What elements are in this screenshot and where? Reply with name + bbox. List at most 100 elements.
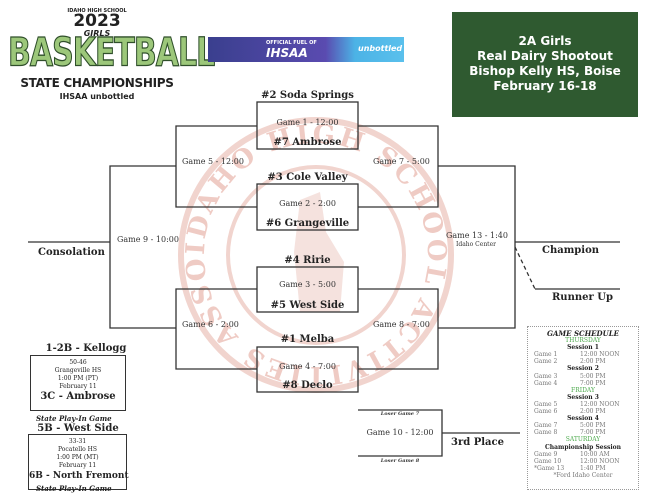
loser-game-7: Loser Game 7 [380,411,420,417]
schedule-game: Game 3 [534,372,558,380]
playin-1-caption: State Play-In Game [36,414,112,423]
title-line: Real Dairy Shootout [477,49,613,63]
playin-site: Grangeville HS [54,367,102,374]
schedule-game: Game 7 [534,422,558,430]
schedule-row: Game 2 2:00 PM [534,358,632,365]
team-cole-valley: #3 Cole Valley [267,172,348,183]
schedule-row: Game 1 12:00 NOON [534,351,632,358]
game-10: Game 10 - 12:00 [366,428,434,437]
schedule-session: Session 1 [567,344,599,352]
schedule-day: THURSDAY [565,337,601,345]
team-ambrose: #7 Ambrose [273,137,342,148]
schedule-time: 7:00 PM [580,379,606,387]
schedule-game: Game 9 [534,450,558,458]
schedule-time: 2:00 PM [580,408,606,416]
team-soda-springs: #2 Soda Springs [261,90,354,101]
schedule-time: 5:00 PM [580,422,606,430]
title-line: 2A Girls [518,34,572,48]
schedule-game: Game 4 [534,379,558,387]
game-6: Game 6 - 2:00 [182,320,239,329]
playin-score: 33-31 [68,438,87,445]
schedule-row: *Game 13 1:40 PM [534,465,632,472]
schedule-row: Game 10 12:00 NOON [534,458,632,465]
schedule-day: SATURDAY [565,436,601,444]
schedule-row: Game 4 7:00 PM [534,380,632,387]
schedule-row: Game 3 5:00 PM [534,373,632,380]
playin-2-box: 33-31 Pocatello HS 1:00 PM (MT) February… [28,434,129,490]
title-line: Bishop Kelly HS, Boise [469,64,621,78]
playin-date: February 11 [59,383,97,390]
game-5: Game 5 - 12:00 [182,157,244,166]
schedule-session: Session 4 [567,415,599,423]
logo-sport: BASKETBALL [8,30,216,77]
schedule-game: Game 10 [534,457,562,465]
game-schedule: GAME SCHEDULE THURSDAY Session 1 Game 1 1… [527,326,639,490]
loser-game-8: Loser Game 8 [380,458,420,464]
team-grangeville: #6 Grangeville [265,218,350,229]
playin-bottom: 6B - North Fremont [29,471,129,481]
schedule-row: Game 5 12:00 NOON [534,401,632,408]
game-7: Game 7 - 5:00 [373,157,430,166]
playin-time: 1:00 PM (MT) [56,454,99,461]
schedule-time: 12:00 NOON [580,457,620,465]
schedule-session: Championship Session [544,443,622,451]
championship-logo: IDAHO HIGH SCHOOL 2023 GIRLS BASKETBALL … [8,8,216,120]
schedule-session: Session 2 [567,365,599,373]
game-3: Game 3 - 5:00 [279,280,336,289]
game-13-venue: Idaho Center [456,241,497,248]
schedule-time: 5:00 PM [580,372,606,380]
schedule-game: Game 8 [534,429,558,437]
banner-brand: unbottled [358,44,403,53]
logo-top: IDAHO HIGH SCHOOL [67,8,127,14]
schedule-row: Game 9 10:00 AM [534,451,632,458]
playin-1-top: 1-2B - Kellogg [45,343,127,354]
playin-1-box: 50-46 Grangeville HS 1:00 PM (PT) Februa… [30,355,126,411]
playin-2-top: 5B - West Side [37,423,119,434]
schedule-time: 12:00 NOON [580,351,620,359]
schedule-game: Game 5 [534,400,558,408]
champion-label: Champion [542,245,600,256]
schedule-game: *Game 13 [534,464,565,472]
logo-year: 2023 [73,11,121,31]
consolation-label: Consolation [38,247,105,258]
team-melba: #1 Melba [280,334,335,345]
schedule-heading: GAME SCHEDULE [547,329,619,338]
schedule-game: Game 2 [534,358,558,366]
team-west-side: #5 West Side [270,300,345,311]
schedule-game: Game 6 [534,408,558,416]
third-place-label: 3rd Place [451,437,504,448]
schedule-game: Game 1 [534,351,558,359]
logo-girls: GIRLS [83,29,111,38]
playin-date: February 11 [58,462,97,469]
schedule-row: Game 7 5:00 PM [534,422,632,429]
runner-up-label: Runner Up [552,292,613,303]
team-declo: #8 Declo [282,380,333,391]
title-box: 2A Girls Real Dairy Shootout Bishop Kell… [452,12,638,117]
sponsor-banner: OFFICIAL FUEL OF IHSAA unbottled [208,37,404,62]
game-2: Game 2 - 2:00 [279,199,336,208]
logo-sponsors: IHSAA unbottled [59,92,135,101]
schedule-session: Session 3 [567,393,599,401]
schedule-day: FRIDAY [571,386,595,394]
schedule-time: 2:00 PM [580,358,606,366]
banner-line2: IHSAA [266,46,308,60]
game-1: Game 1 - 12:00 [276,118,339,127]
logo-event: STATE CHAMPIONSHIPS [20,76,174,90]
game-13: Game 13 - 1:40 [446,231,508,240]
title-line: February 16-18 [493,79,597,93]
schedule-time: 1:40 PM [580,464,606,472]
schedule-time: 12:00 NOON [580,400,620,408]
game-9: Game 9 - 10:00 [117,235,179,244]
playin-bottom: 3C - Ambrose [40,391,116,402]
schedule-row: Game 6 2:00 PM [534,408,632,415]
banner-line1: OFFICIAL FUEL OF [266,40,317,46]
playin-score: 50-46 [69,359,87,366]
playin-site: Pocatello HS [57,446,97,453]
schedule-time: 10:00 AM [580,450,610,458]
game-8: Game 8 - 7:00 [373,320,430,329]
schedule-footnote: *Ford Idaho Center [553,471,613,479]
playin-2-caption: State Play-In Game [36,484,112,493]
